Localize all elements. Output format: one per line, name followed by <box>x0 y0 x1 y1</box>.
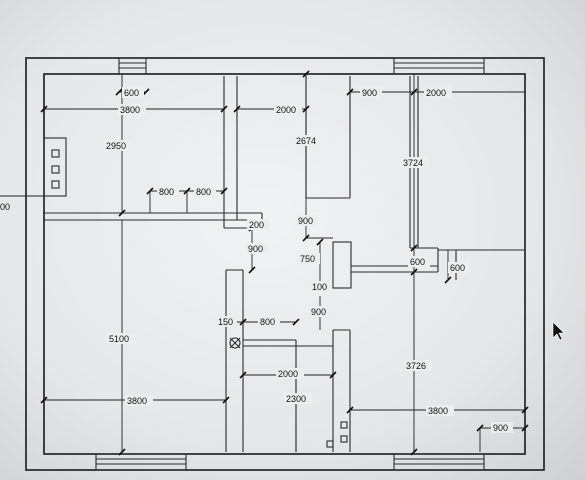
dim-200: 200 <box>249 220 264 230</box>
dim-2300: 2300 <box>286 394 306 404</box>
dim-900-top: 900 <box>362 88 377 98</box>
dim-2000-topright: 2000 <box>426 88 446 98</box>
dim-600-mid: 600 <box>410 257 425 267</box>
dim-900-bottom: 900 <box>493 423 508 433</box>
dimension-ticks <box>40 70 529 456</box>
dim-800-a: 800 <box>159 187 174 197</box>
dim-3724: 3724 <box>403 158 423 168</box>
dim-3800-low: 3800 <box>127 396 147 406</box>
dimension-labels: 600 3800 2000 900 2000 2950 2674 3724 80… <box>0 87 513 433</box>
fixture-sockets <box>326 421 348 448</box>
dim-00-left: 00 <box>0 202 10 212</box>
partition-center-left <box>223 76 238 228</box>
dim-800-b: 800 <box>196 187 211 197</box>
dim-600-top: 600 <box>124 88 139 98</box>
dim-900-mid2: 900 <box>248 244 263 254</box>
dim-3800-lowright: 3800 <box>428 406 448 416</box>
dim-900-mid1: 900 <box>298 216 313 226</box>
dim-800-c: 800 <box>260 317 275 327</box>
outer-wall-outline <box>25 57 545 471</box>
dim-3726: 3726 <box>406 361 426 371</box>
inner-wall-outline <box>43 73 526 455</box>
partition-corridor-lower <box>225 269 351 452</box>
dim-2674: 2674 <box>296 136 316 146</box>
partition-bathroom-block <box>306 237 438 289</box>
left-wall-unit <box>43 137 67 197</box>
mouse-cursor-icon <box>552 321 565 341</box>
window-bottom-left <box>95 453 187 471</box>
dim-100: 100 <box>312 282 327 292</box>
dim-2000-top: 2000 <box>276 105 296 115</box>
dimension-lines <box>0 74 525 452</box>
dim-2950: 2950 <box>106 141 126 151</box>
partition-left-horizontal <box>44 212 263 229</box>
dim-900-mid3: 900 <box>311 307 326 317</box>
dim-3800-top: 3800 <box>120 105 140 115</box>
window-top-right <box>393 57 485 75</box>
dim-2000-low: 2000 <box>278 369 298 379</box>
partition-right-vertical <box>409 76 525 280</box>
dim-600-right: 600 <box>450 263 465 273</box>
fixture-riser <box>229 337 241 349</box>
dim-750: 750 <box>300 254 315 264</box>
window-top-left <box>118 57 147 75</box>
dim-150: 150 <box>218 317 233 327</box>
window-bottom-right <box>393 453 485 471</box>
dim-5100: 5100 <box>109 334 129 344</box>
